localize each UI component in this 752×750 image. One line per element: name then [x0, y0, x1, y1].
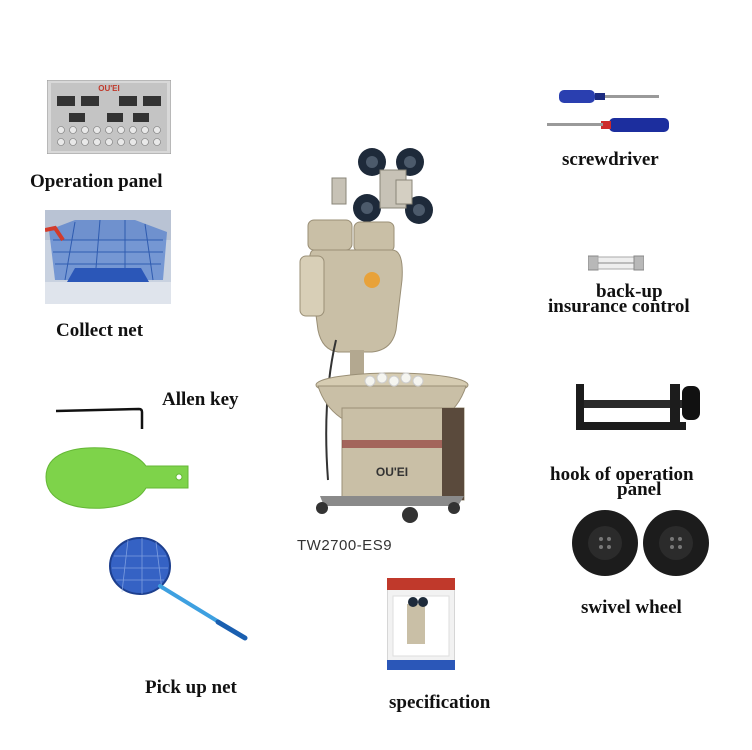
ball-machine-image: OU'EI [292, 140, 477, 530]
operation-panel-label: Operation panel [30, 171, 163, 192]
specification-booklet-image [387, 578, 455, 670]
screwdriver-image [547, 86, 669, 138]
swivel-wheel-image [570, 508, 712, 578]
backup-label-line2: insurance control [548, 296, 690, 317]
backup-label-line1: back-up [596, 281, 663, 302]
pick-up-net-image [100, 536, 250, 646]
collect-net-label: Collect net [56, 320, 144, 341]
swivel-wheel-label: swivel wheel [581, 597, 682, 618]
panel-brand-text: OU'EI [98, 84, 119, 93]
screwdriver-label: screwdriver [562, 149, 659, 170]
allen-key-icon [54, 405, 146, 433]
backup-fuse-image [588, 254, 644, 272]
allen-key-label: Allen key [162, 389, 239, 410]
panel-hook-image [566, 380, 702, 434]
hook-label-line1: hook of operation [550, 464, 694, 485]
hook-label-line2: panel [617, 479, 662, 500]
collect-net-image [45, 210, 171, 304]
specification-label: specification [389, 692, 491, 713]
operation-panel-image: OU'EI [47, 80, 171, 154]
machine-brand-text: OU'EI [376, 465, 408, 479]
machine-model-label: TW2700-ES9 [297, 537, 393, 554]
pick-up-net-label: Pick up net [145, 677, 237, 698]
paddle-image [42, 442, 192, 512]
